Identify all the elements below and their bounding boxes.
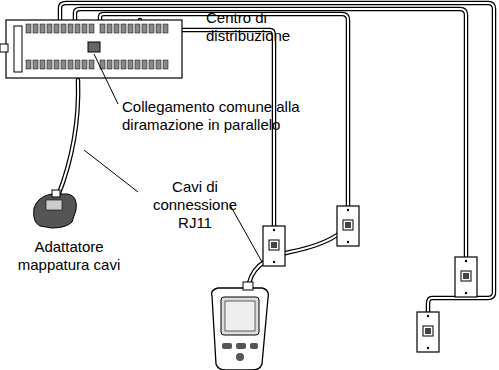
wiremap-adapter xyxy=(34,190,77,228)
callout-label: Collegamento comune alla diramazione in … xyxy=(122,98,332,134)
distribution-panel xyxy=(0,20,182,78)
callout-label: Cavi di connessione RJ11 xyxy=(140,178,250,232)
tester-device xyxy=(212,282,269,370)
callout-label: Adattatore mappatura cavi xyxy=(4,238,134,274)
callout-label: Centro di distribuzione xyxy=(206,9,326,45)
